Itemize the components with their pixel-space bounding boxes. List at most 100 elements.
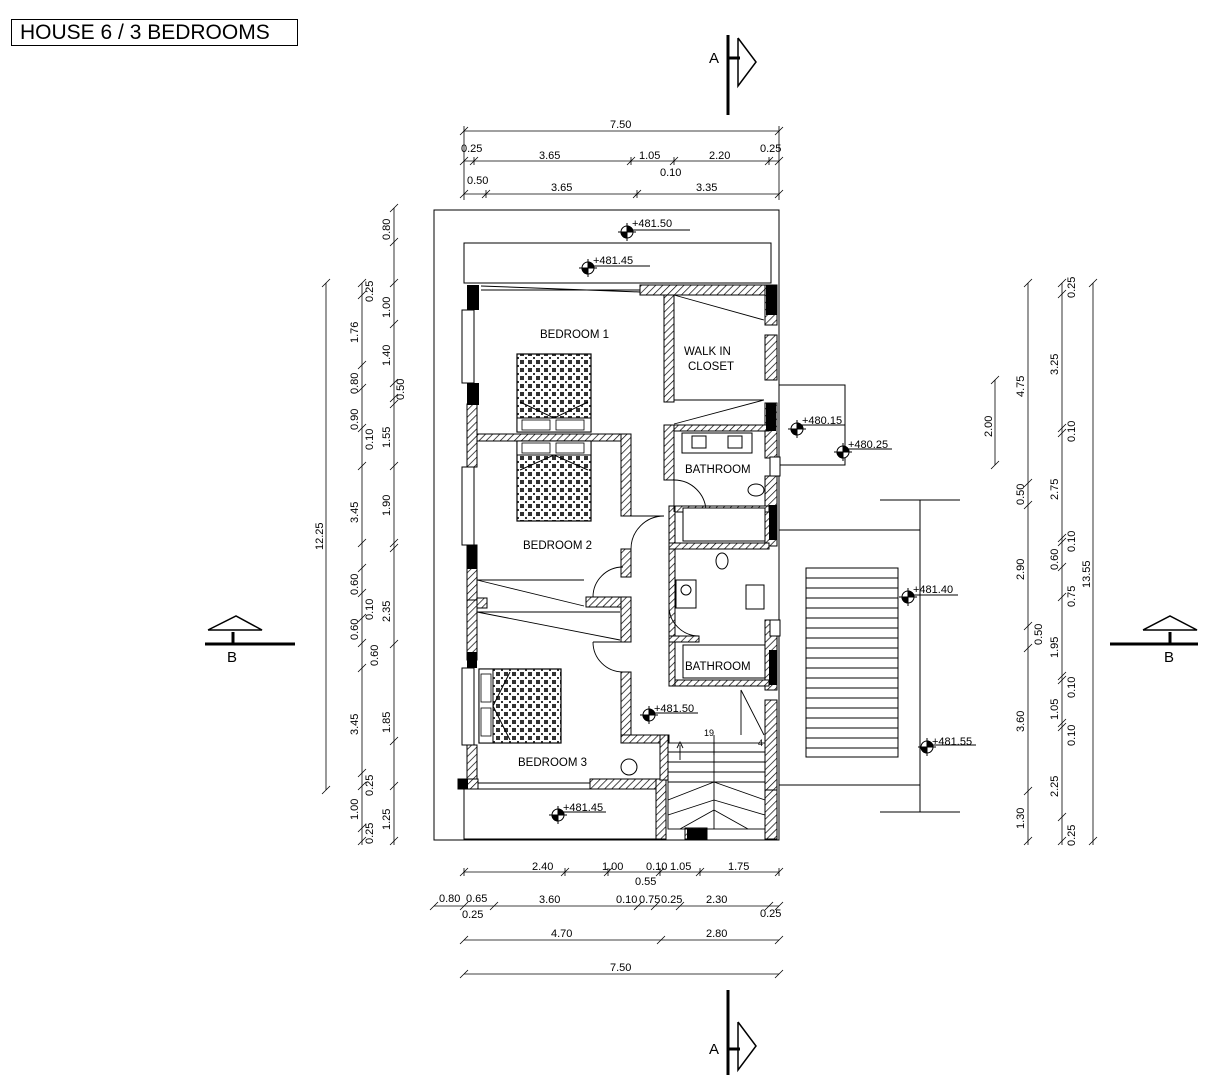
svg-text:3.65: 3.65 [539,150,560,162]
svg-text:+480.15: +480.15 [802,415,842,427]
svg-text:12.25: 12.25 [314,522,326,550]
svg-text:0.25: 0.25 [1066,825,1078,846]
svg-text:0.75: 0.75 [1066,586,1078,607]
svg-text:1.05: 1.05 [1049,699,1061,720]
svg-text:0.50: 0.50 [467,175,488,187]
svg-text:0.60: 0.60 [369,645,381,666]
dimensions-left [321,203,399,846]
section-marker-b-left: B [205,615,295,666]
svg-text:0.60: 0.60 [349,619,361,640]
svg-text:0.25: 0.25 [462,909,483,921]
svg-text:0.80: 0.80 [439,893,460,905]
windows [461,285,781,790]
svg-text:1.30: 1.30 [1015,808,1027,829]
svg-text:0.10: 0.10 [364,429,376,450]
svg-text:+481.45: +481.45 [563,802,603,814]
svg-text:0.25: 0.25 [364,775,376,796]
svg-text:+481.40: +481.40 [913,584,953,596]
doors [476,294,765,736]
level-marker-5: +481.40 [899,584,958,606]
svg-text:0.90: 0.90 [349,409,361,430]
section-marker-b-right: B [1110,615,1198,666]
bathroom-fixtures [620,432,766,776]
section-label-b-left: B [227,649,237,666]
svg-text:3.65: 3.65 [551,182,572,194]
section-marker-a-top: A [709,35,757,115]
svg-text:0.25: 0.25 [760,143,781,155]
svg-text:3.45: 3.45 [349,502,361,523]
dimensions-right [990,278,1098,846]
svg-text:0.25: 0.25 [1066,277,1078,298]
svg-text:0.65: 0.65 [466,893,487,905]
svg-text:2.20: 2.20 [709,150,730,162]
svg-text:1.05: 1.05 [670,861,691,873]
svg-text:2.40: 2.40 [532,861,553,873]
svg-text:0.10: 0.10 [1066,531,1078,552]
svg-text:3.25: 3.25 [1049,354,1061,375]
svg-text:+481.45: +481.45 [593,255,633,267]
svg-text:0.80: 0.80 [349,373,361,394]
svg-text:0.60: 0.60 [1049,549,1061,570]
section-label-a-top: A [709,50,719,67]
svg-text:0.10: 0.10 [616,894,637,906]
bed-bedroom-1 [516,353,592,433]
svg-text:2.00: 2.00 [983,416,995,437]
svg-text:0.50: 0.50 [395,379,407,400]
svg-text:0.80: 0.80 [381,219,393,240]
svg-text:3.35: 3.35 [696,182,717,194]
room-labels: BEDROOM 1 WALK IN CLOSET BATHROOM BEDROO… [518,329,751,769]
level-marker-2: +481.45 [579,255,650,277]
svg-text:3.60: 3.60 [1015,711,1027,732]
svg-text:0.75: 0.75 [639,894,660,906]
svg-text:0.10: 0.10 [364,599,376,620]
svg-text:+481.50: +481.50 [632,218,672,230]
svg-text:1.00: 1.00 [602,861,623,873]
dimensions-top [459,126,784,200]
level-marker-4: +480.25 [834,439,892,461]
level-marker-8: +481.45 [549,802,606,824]
svg-text:0.10: 0.10 [1066,421,1078,442]
staircase [667,735,766,830]
stair-number-top: 19 [704,728,714,738]
svg-text:2.80: 2.80 [706,928,727,940]
stair-number-bottom: 4 [758,738,763,748]
svg-text:+481.55: +481.55 [932,736,972,748]
dimension-text-right: 2.00 4.75 0.50 2.90 0.50 3.60 1.30 0.25 … [983,277,1093,846]
svg-text:1.55: 1.55 [381,427,393,448]
level-marker-7: +481.55 [918,736,976,756]
svg-text:0.25: 0.25 [461,143,482,155]
svg-text:0.50: 0.50 [1033,624,1045,645]
svg-text:1.75: 1.75 [728,861,749,873]
svg-text:4.75: 4.75 [1015,376,1027,397]
svg-text:0.55: 0.55 [635,876,656,888]
svg-text:1.40: 1.40 [381,345,393,366]
svg-text:1.00: 1.00 [381,297,393,318]
dimension-text-top: 7.50 0.25 3.65 1.05 2.20 0.25 0.10 0.50 … [461,119,781,194]
room-label-walkin-line2: CLOSET [688,361,734,373]
columns [458,285,777,839]
slab-outlines [433,209,960,841]
svg-text:0.60: 0.60 [349,574,361,595]
level-marker-6: +481.50 [640,703,698,724]
room-label-bedroom-1: BEDROOM 1 [540,329,609,341]
section-label-b-right: B [1164,649,1174,666]
bed-bedroom-2 [516,440,592,522]
svg-text:0.25: 0.25 [760,908,781,920]
svg-text:3.60: 3.60 [539,894,560,906]
svg-text:0.10: 0.10 [660,167,681,179]
svg-text:1.05: 1.05 [639,150,660,162]
svg-text:13.55: 13.55 [1081,560,1093,588]
svg-text:2.25: 2.25 [1049,776,1061,797]
level-marker-3: +480.15 [788,415,845,438]
svg-text:0.25: 0.25 [364,823,376,844]
level-markers: +481.50 +481.45 +480.15 +480.25 +481.40 … [549,218,976,824]
room-label-walkin-line1: WALK IN [684,346,731,358]
svg-text:2.30: 2.30 [706,894,727,906]
dimension-text-left: 12.25 1.76 3.45 0.60 0.60 0.60 3.45 0.25… [314,219,407,844]
dimension-text-bottom: 2.40 1.00 0.10 1.05 1.75 0.55 0.80 0.65 … [439,861,781,974]
svg-text:1.85: 1.85 [381,712,393,733]
svg-text:4.70: 4.70 [551,928,572,940]
svg-text:2.35: 2.35 [381,601,393,622]
dimensions-bottom [429,867,784,979]
svg-text:3.45: 3.45 [349,714,361,735]
